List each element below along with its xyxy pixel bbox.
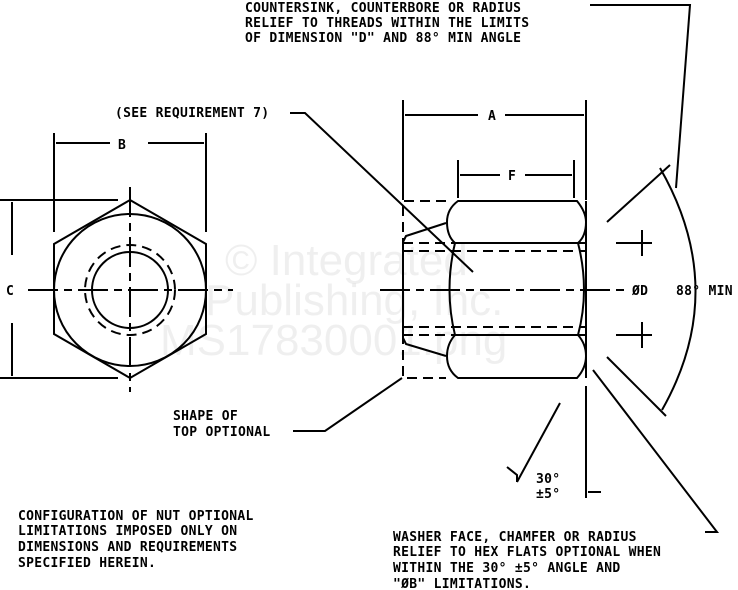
watermark-line-1: © Integrated (225, 236, 468, 285)
nut-top-view: B C (0, 133, 233, 392)
countersink-note: COUNTERSINK, COUNTERBORE OR RADIUS RELIE… (245, 1, 529, 46)
angle-30-label: 30° (536, 472, 560, 487)
angle-tolerance-label: ±5° (536, 487, 560, 502)
requirement-leader (290, 112, 474, 273)
dimension-c-label: C (6, 284, 14, 299)
drawing-line (606, 164, 671, 223)
drawing-line (445, 200, 588, 244)
washer-face-leader (592, 369, 720, 533)
dimension-f-label: F (508, 169, 516, 184)
note-line: SHAPE OF (173, 409, 238, 424)
drawing-line (659, 167, 697, 411)
note-line: WITHIN THE 30° ±5° ANGLE AND (393, 561, 621, 576)
see-requirement-note: (SEE REQUIREMENT 7) (115, 106, 269, 121)
dimension-a-label: A (488, 109, 496, 124)
nut-side-view: A F ØD 88° MIN 30° ±5° (380, 100, 733, 502)
drawing-line (606, 356, 667, 417)
dimension-d-label: ØD (631, 284, 648, 299)
angle-88-label: 88° MIN (676, 284, 733, 299)
note-line: CONFIGURATION OF NUT OPTIONAL (18, 509, 254, 524)
countersink-leader (590, 4, 692, 189)
note-line: "ØB" LIMITATIONS. (393, 577, 531, 590)
watermark-line-2: Publishing, Inc. (205, 276, 503, 325)
watermark-line-3: MS17830001.png (160, 316, 507, 365)
watermark: © Integrated Publishing, Inc. MS17830001… (160, 236, 507, 365)
note-line: SPECIFIED HEREIN. (18, 556, 156, 571)
note-line: RELIEF TO HEX FLATS OPTIONAL WHEN (393, 545, 661, 560)
drawing-line (445, 334, 588, 379)
dimension-b-label: B (118, 138, 126, 153)
note-line: LIMITATIONS IMPOSED ONLY ON (18, 524, 237, 539)
shape-of-top-note: SHAPE OF TOP OPTIONAL (173, 409, 271, 440)
drawing-line (516, 402, 561, 483)
note-line: DIMENSIONS AND REQUIREMENTS (18, 540, 237, 555)
drawing-line (506, 466, 518, 482)
note-line: COUNTERSINK, COUNTERBORE OR RADIUS (245, 1, 521, 16)
washer-face-note: WASHER FACE, CHAMFER OR RADIUS RELIEF TO… (393, 530, 661, 590)
note-line: TOP OPTIONAL (173, 425, 271, 440)
configuration-note: CONFIGURATION OF NUT OPTIONAL LIMITATION… (18, 509, 254, 571)
note-line: OF DIMENSION "D" AND 88° MIN ANGLE (245, 31, 521, 46)
note-line: WASHER FACE, CHAMFER OR RADIUS (393, 530, 637, 545)
shape-of-top-leader (293, 377, 403, 432)
note-line: RELIEF TO THREADS WITHIN THE LIMITS (245, 16, 529, 31)
